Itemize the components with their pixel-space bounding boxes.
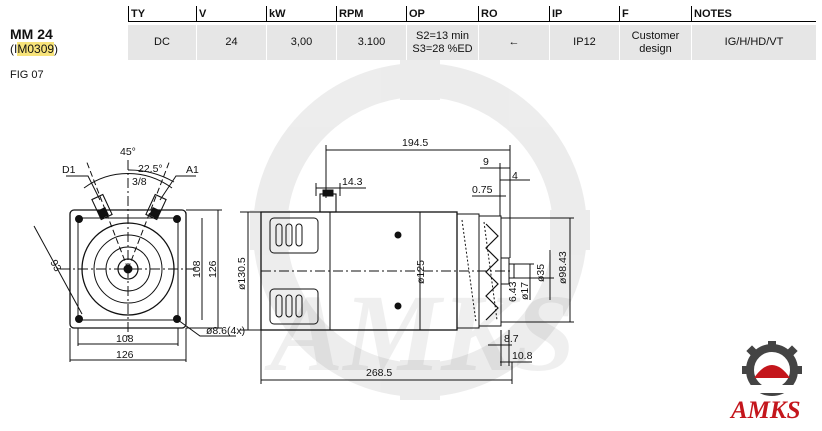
values-row: DC 24 3,00 3.100 S2=13 min S3=28 %ED ← I…	[128, 25, 816, 60]
fig-label: FIG 07	[10, 69, 44, 81]
value-f-line1: Customer	[631, 29, 680, 42]
header-rpm: RPM	[336, 6, 406, 22]
value-ty: DC	[154, 36, 170, 48]
value-op-line2: S3=28 %ED	[412, 42, 473, 55]
value-ro: ←	[478, 25, 549, 60]
model-code: (IM0309)	[10, 42, 58, 57]
model-name: MM 24	[10, 26, 53, 42]
dim-thread: 3/8	[132, 176, 147, 188]
dim-14-3: 14.3	[342, 176, 363, 188]
dim-108-horizontal: 108	[116, 333, 134, 345]
side-view	[240, 145, 574, 384]
value-op-line1: S2=13 min	[416, 29, 469, 42]
dim-268-5: 268.5	[366, 367, 392, 379]
value-op: S2=13 min S3=28 %ED	[406, 25, 478, 60]
model-code-plain: I	[14, 42, 18, 56]
header-v: V	[196, 6, 266, 22]
dim-9: 9	[483, 156, 489, 168]
dim-126-vertical: 126	[207, 260, 219, 278]
value-ip: IP12	[549, 25, 619, 60]
value-f: Customer design	[619, 25, 691, 60]
label-d1: D1	[62, 164, 76, 176]
header-ty: TY	[128, 6, 196, 22]
front-view	[33, 159, 236, 362]
header-ip: IP	[549, 6, 619, 22]
dim-8-7: 8.7	[504, 333, 519, 345]
dim-hole: ø8.6(4x)	[206, 325, 245, 337]
dim-125: ø125	[415, 260, 427, 284]
header-op: OP	[406, 6, 478, 22]
model-code-prefix: (	[10, 42, 14, 56]
value-rpm: 3.100	[336, 25, 406, 60]
value-v: 24	[196, 25, 266, 60]
dim-108-vertical: 108	[191, 260, 203, 278]
dim-angle-22: 22.5°	[138, 163, 163, 175]
dim-35: ø35	[535, 264, 547, 282]
header-ro: RO	[478, 6, 549, 22]
dim-17: ø17	[519, 282, 531, 300]
dim-130-5: ø130.5	[236, 257, 248, 290]
value-kw: 3,00	[266, 25, 336, 60]
amks-logo: AMKS	[729, 341, 812, 424]
dim-angle-45: 45°	[120, 146, 136, 158]
label-a1: A1	[186, 164, 199, 176]
car-icon	[754, 365, 790, 378]
dim-194-5: 194.5	[402, 137, 428, 149]
header-notes: NOTES	[691, 6, 816, 22]
dim-98-43: ø98.43	[557, 251, 569, 284]
value-f-line2: design	[639, 42, 672, 55]
model-block: MM 24 (IM0309)	[10, 27, 58, 57]
dim-6-43: 6.43	[507, 281, 519, 302]
dim-126-horizontal: 126	[116, 349, 134, 361]
model-code-suffix: )	[54, 42, 59, 56]
dim-10-8: 10.8	[512, 350, 533, 362]
dim-4: 4	[512, 170, 518, 182]
header-kw: kW	[266, 6, 336, 22]
dim-93: 93	[47, 258, 63, 274]
header-f: F	[619, 6, 691, 22]
value-notes: IG/H/HD/VT	[691, 25, 816, 60]
header-row: TY V kW RPM OP RO IP F NOTES	[0, 6, 822, 22]
dim-0-75: 0.75	[472, 184, 493, 196]
model-code-highlight: M0309	[17, 42, 55, 56]
logo-text: AMKS	[729, 397, 800, 424]
